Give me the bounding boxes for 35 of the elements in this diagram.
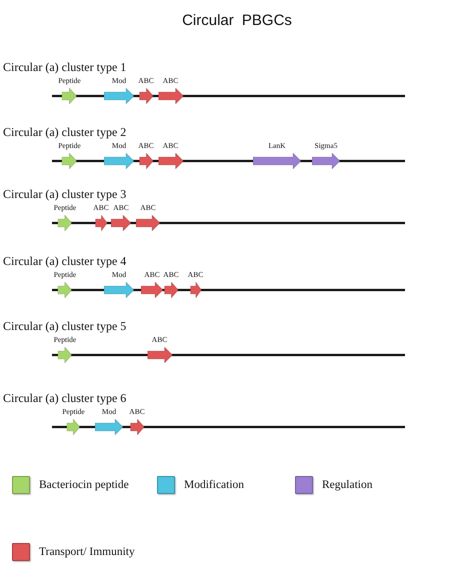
cluster-heading: Circular (a) cluster type 2	[3, 125, 126, 139]
cluster-heading: Circular (a) cluster type 3	[3, 187, 126, 201]
gene-block	[54, 335, 76, 363]
gene-block	[104, 270, 134, 298]
gene-block	[138, 76, 154, 104]
gene-block	[62, 407, 85, 435]
diagram-title: Circular PBGCs	[181, 12, 293, 29]
gene-block	[104, 76, 134, 104]
legend-label: Bacteriocin peptide	[39, 479, 129, 491]
gene-block	[253, 141, 301, 169]
cluster-heading: Circular (a) cluster type 4	[3, 254, 126, 268]
legend-label: Regulation	[322, 479, 372, 491]
gene-block	[54, 270, 76, 298]
gene-block	[129, 407, 145, 435]
gene-block	[58, 141, 81, 169]
legend-label: Transport/ Immunity	[39, 546, 135, 558]
gene-block	[147, 335, 172, 363]
cluster-heading: Circular (a) cluster type 6	[3, 391, 126, 405]
gene-block	[93, 203, 109, 231]
cluster-heading: Circular (a) cluster type 5	[3, 319, 126, 333]
legend-label: Modification	[184, 479, 244, 491]
gene-block	[54, 203, 76, 231]
gene-block	[158, 141, 183, 169]
gene-block	[141, 270, 163, 298]
gene-block	[111, 203, 131, 231]
gene-block	[312, 141, 340, 169]
gene-block	[188, 270, 204, 298]
gene-block	[95, 407, 123, 435]
gene-block	[163, 270, 179, 298]
gene-block	[104, 141, 134, 169]
gene-block	[58, 76, 81, 104]
cluster-heading: Circular (a) cluster type 1	[3, 60, 126, 74]
gene-block	[138, 141, 154, 169]
gene-block	[136, 203, 160, 231]
gene-block	[158, 76, 183, 104]
